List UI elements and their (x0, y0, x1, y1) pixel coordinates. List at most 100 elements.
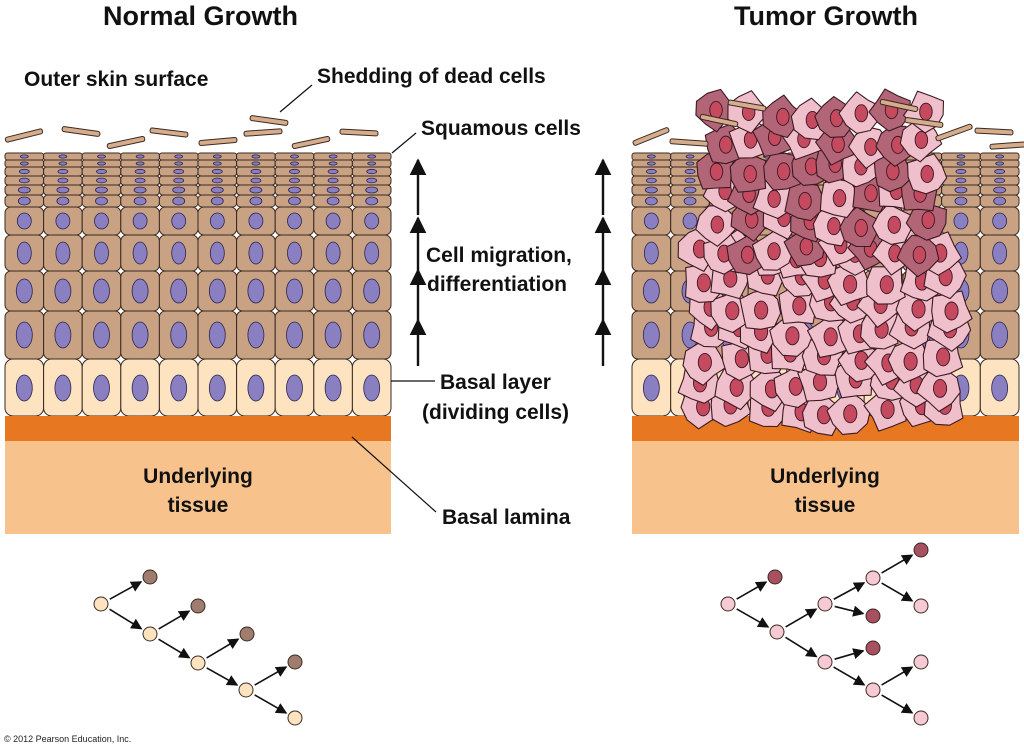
cell-nucleus (324, 374, 342, 402)
cell-nucleus (170, 374, 188, 402)
lineage-arrow (109, 608, 143, 630)
cell-nucleus (683, 196, 697, 206)
cell-nucleus (645, 177, 657, 184)
dead-cell-flake (699, 113, 739, 128)
cell-migration-label: Cell migration, (426, 244, 572, 267)
cell-nucleus (991, 278, 1009, 304)
cell-nucleus (365, 186, 379, 194)
lineage-arrow (881, 554, 914, 574)
tumor-cell-nucleus (725, 301, 740, 321)
cell-nucleus (17, 186, 31, 194)
tumor-mass (677, 88, 973, 437)
dividing-cells-label: (dividing cells) (422, 401, 570, 424)
leader-line (279, 84, 313, 113)
tumor-cell-nucleus (729, 377, 744, 397)
underlying-word: Underlying (770, 465, 880, 488)
dead-cell-flake (243, 128, 283, 137)
tumor-cell-nucleus (776, 162, 791, 181)
lineage-arrow (833, 666, 866, 686)
cell-nucleus (642, 374, 660, 402)
cell-nucleus (684, 168, 696, 175)
tumor-cell-nucleus (785, 326, 800, 346)
cell-nucleus (363, 278, 381, 304)
cell-nucleus (994, 168, 1006, 175)
cell-nucleus (96, 168, 107, 175)
cell-nucleus (328, 161, 338, 166)
lineage-arrow (206, 667, 239, 686)
tumor-cell-nucleus (710, 215, 725, 234)
underlying-tissue-band (632, 441, 1019, 534)
tumor-cell-nucleus (887, 215, 901, 234)
lineage-arrow (206, 638, 240, 659)
dead-cell-flake (149, 127, 189, 138)
basal-lamina-band (5, 416, 391, 441)
dead-cell-flake (879, 98, 919, 113)
cell-nucleus (682, 212, 698, 230)
basal-lamina-label: Basal lamina (442, 506, 571, 529)
cell-nucleus (94, 241, 109, 265)
squamous-cells-label: Squamous cells (421, 117, 581, 140)
tumor-lineage-tree (720, 542, 929, 726)
tumor-cell-nucleus (697, 352, 712, 372)
label-leader-lines (279, 84, 437, 513)
differentiated-cell-node (287, 654, 303, 670)
lineage-arrow (736, 608, 770, 628)
cell-nucleus (54, 321, 72, 349)
cell-nucleus (645, 168, 657, 175)
cell-nucleus (96, 177, 107, 184)
leader-line (351, 436, 437, 513)
tumor-cell-nucleus (767, 189, 781, 208)
tumor-dark-cell-node (865, 608, 881, 624)
cell-nucleus (15, 374, 33, 402)
basal-layer-label: Basal layer (440, 371, 551, 394)
cell-nucleus (93, 374, 110, 402)
cell-nucleus (955, 177, 967, 184)
cell-nucleus (995, 154, 1005, 159)
cell-nucleus (685, 154, 695, 159)
dead-cell-flake (106, 135, 146, 150)
cell-nucleus (248, 241, 264, 265)
underlying-tissue-label-tumor: Underlying tissue (725, 462, 925, 520)
cell-nucleus (363, 374, 381, 402)
cell-nucleus (208, 278, 226, 304)
cell-nucleus (132, 241, 148, 265)
tumor-cell-nucleus (854, 104, 869, 123)
cell-nucleus (992, 241, 1008, 265)
cell-nucleus (286, 321, 303, 349)
cell-nucleus (364, 241, 380, 265)
cell-nucleus (18, 177, 30, 184)
cell-nucleus (328, 154, 338, 159)
underlying-tissue-label-normal: Underlying tissue (98, 462, 298, 520)
tumor-cell-nucleus (911, 299, 926, 319)
cell-nucleus (97, 161, 106, 166)
lineage-arrow (785, 608, 818, 628)
cell-nucleus (363, 321, 381, 349)
cell-nucleus (954, 196, 968, 206)
cell-nucleus (19, 161, 29, 166)
lineage-arrow (834, 605, 865, 617)
tumor-cell-nucleus (864, 137, 878, 156)
dead-cell-flake (989, 141, 1024, 150)
cell-nucleus (286, 278, 303, 304)
cell-nucleus (93, 278, 110, 304)
tumor-cell-nucleus (823, 327, 838, 347)
cell-nucleus (170, 278, 188, 304)
cell-nucleus (94, 212, 109, 230)
cell-nucleus (991, 374, 1009, 402)
differentiated-cell-node (142, 569, 158, 585)
tumor-dark-cell-node (767, 569, 783, 585)
tissue-word: tissue (167, 494, 229, 517)
cell-nucleus (135, 161, 145, 166)
cell-nucleus (326, 196, 340, 206)
tumor-cell-nucleus (944, 301, 959, 321)
cell-nucleus (367, 154, 377, 159)
lineage-arrow (254, 694, 288, 714)
cell-nucleus (366, 177, 378, 184)
cell-nucleus (56, 186, 70, 194)
cell-nucleus (19, 154, 29, 159)
dead-cell-flake (291, 135, 331, 150)
dead-cell-flake (669, 138, 709, 147)
dead-cell-flake (974, 127, 1014, 136)
tumor-cell-nucleus (936, 347, 951, 367)
